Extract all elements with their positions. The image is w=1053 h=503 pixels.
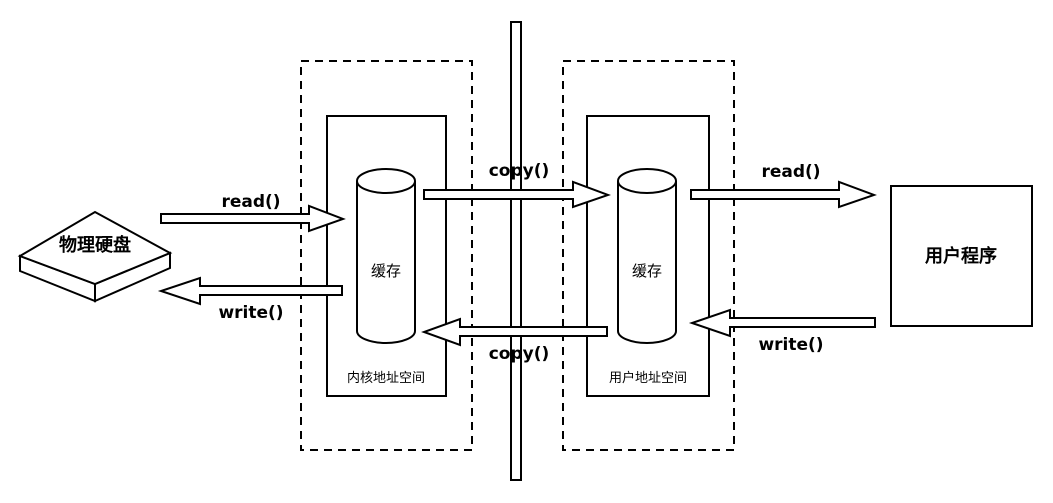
copy-label-user-to-kernel: copy() (489, 344, 550, 364)
read-label-disk-to-kernel: read() (221, 192, 280, 212)
user-program-label: 用户程序 (925, 245, 997, 267)
kernel-cache-label: 缓存 (371, 262, 401, 280)
read-arrow-user-to-program (690, 180, 877, 209)
user-cache-cylinder (617, 168, 677, 344)
user-space-label: 用户地址空间 (609, 370, 687, 386)
write-label-kernel-to-disk: write() (218, 303, 283, 323)
user-space-dashed-region (562, 60, 735, 451)
kernel-user-boundary (510, 21, 522, 481)
read-arrow-disk-to-kernel (160, 204, 346, 233)
copy-label-kernel-to-user: copy() (489, 161, 550, 181)
disk-icon (17, 210, 173, 303)
user-cache-label: 缓存 (632, 262, 662, 280)
disk-label: 物理硬盘 (59, 234, 131, 256)
kernel-space-dashed-region (300, 60, 473, 451)
copy-arrow-user-to-kernel (421, 317, 608, 347)
user-program-box (890, 185, 1033, 327)
write-arrow-kernel-to-disk (157, 276, 343, 306)
write-arrow-program-to-user (688, 308, 876, 338)
write-label-program-to-user: write() (758, 335, 823, 355)
read-label-user-to-program: read() (761, 162, 820, 182)
kernel-space-label: 内核地址空间 (347, 370, 425, 386)
copy-arrow-kernel-to-user (423, 180, 611, 209)
kernel-cache-cylinder (356, 168, 416, 344)
